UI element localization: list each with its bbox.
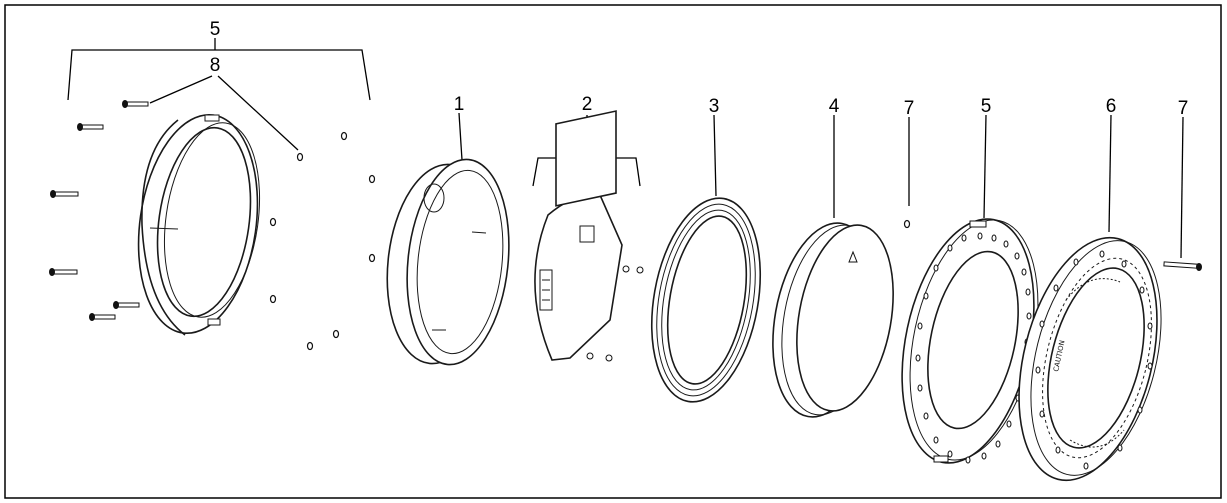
screw-icon: [122, 100, 149, 108]
ring-tab-bottom: [207, 318, 221, 326]
callout-4: 4: [829, 96, 840, 117]
leader-1: [458, 112, 463, 161]
leader-5-right: [983, 114, 987, 219]
callout-3: 3: [709, 96, 720, 117]
circuit-board-icon: [532, 110, 644, 362]
screw-icon: [50, 190, 79, 198]
nut-icon: [368, 174, 376, 184]
ring-holes: [915, 232, 1032, 464]
callout-7-mid: 7: [904, 98, 915, 119]
nut-icon: [306, 341, 314, 351]
leader-8a: [149, 75, 213, 104]
left-assembly: [49, 38, 376, 351]
callout-8: 8: [210, 55, 221, 76]
ring-tab-top: [204, 114, 220, 122]
screw-set-left: [49, 100, 149, 321]
housing-cup-icon: [386, 112, 510, 366]
nut-icon: [903, 219, 911, 229]
mounting-ring-icon: [901, 114, 1039, 464]
ring-back-lip: [163, 122, 261, 318]
nut-icon: [269, 294, 277, 304]
screw-icon: [113, 301, 140, 309]
leader-6: [1108, 114, 1112, 233]
callout-7-right: 7: [1178, 98, 1189, 119]
lens-dome-icon: [772, 115, 894, 418]
nut-icon: [332, 329, 340, 339]
callout-5-left: 5: [210, 19, 221, 40]
leader-3: [713, 114, 717, 197]
nut-icon: [269, 217, 277, 227]
nut-icon: [368, 253, 376, 263]
ring-spoke: [149, 227, 179, 230]
callout-5-right: 5: [981, 96, 992, 117]
screw-icon: [77, 123, 104, 131]
callout-2: 2: [582, 94, 593, 115]
ring-back-inner: [156, 126, 252, 318]
nut-icon: [340, 131, 348, 141]
bracket-5-left: [67, 49, 371, 101]
leader-7-right: [1180, 116, 1184, 259]
ring-back-edge: [141, 119, 186, 336]
screw-icon: [1163, 116, 1202, 271]
screw-icon: [89, 313, 116, 321]
callout-1: 1: [454, 94, 465, 115]
callout-6: 6: [1106, 96, 1117, 117]
nut-set: [269, 131, 376, 351]
nut-icon: [296, 152, 304, 162]
leader-8b: [217, 75, 299, 151]
mounting-ring-back: [137, 113, 261, 336]
callout-labels: 5 8 1 2 3 4 7 5 6 7: [210, 19, 1189, 119]
face-rim-icon: CAUTION: [1018, 114, 1162, 482]
gasket-ring-icon: [650, 114, 762, 403]
part-7-mid: [903, 117, 911, 229]
screw-icon: [49, 268, 78, 276]
